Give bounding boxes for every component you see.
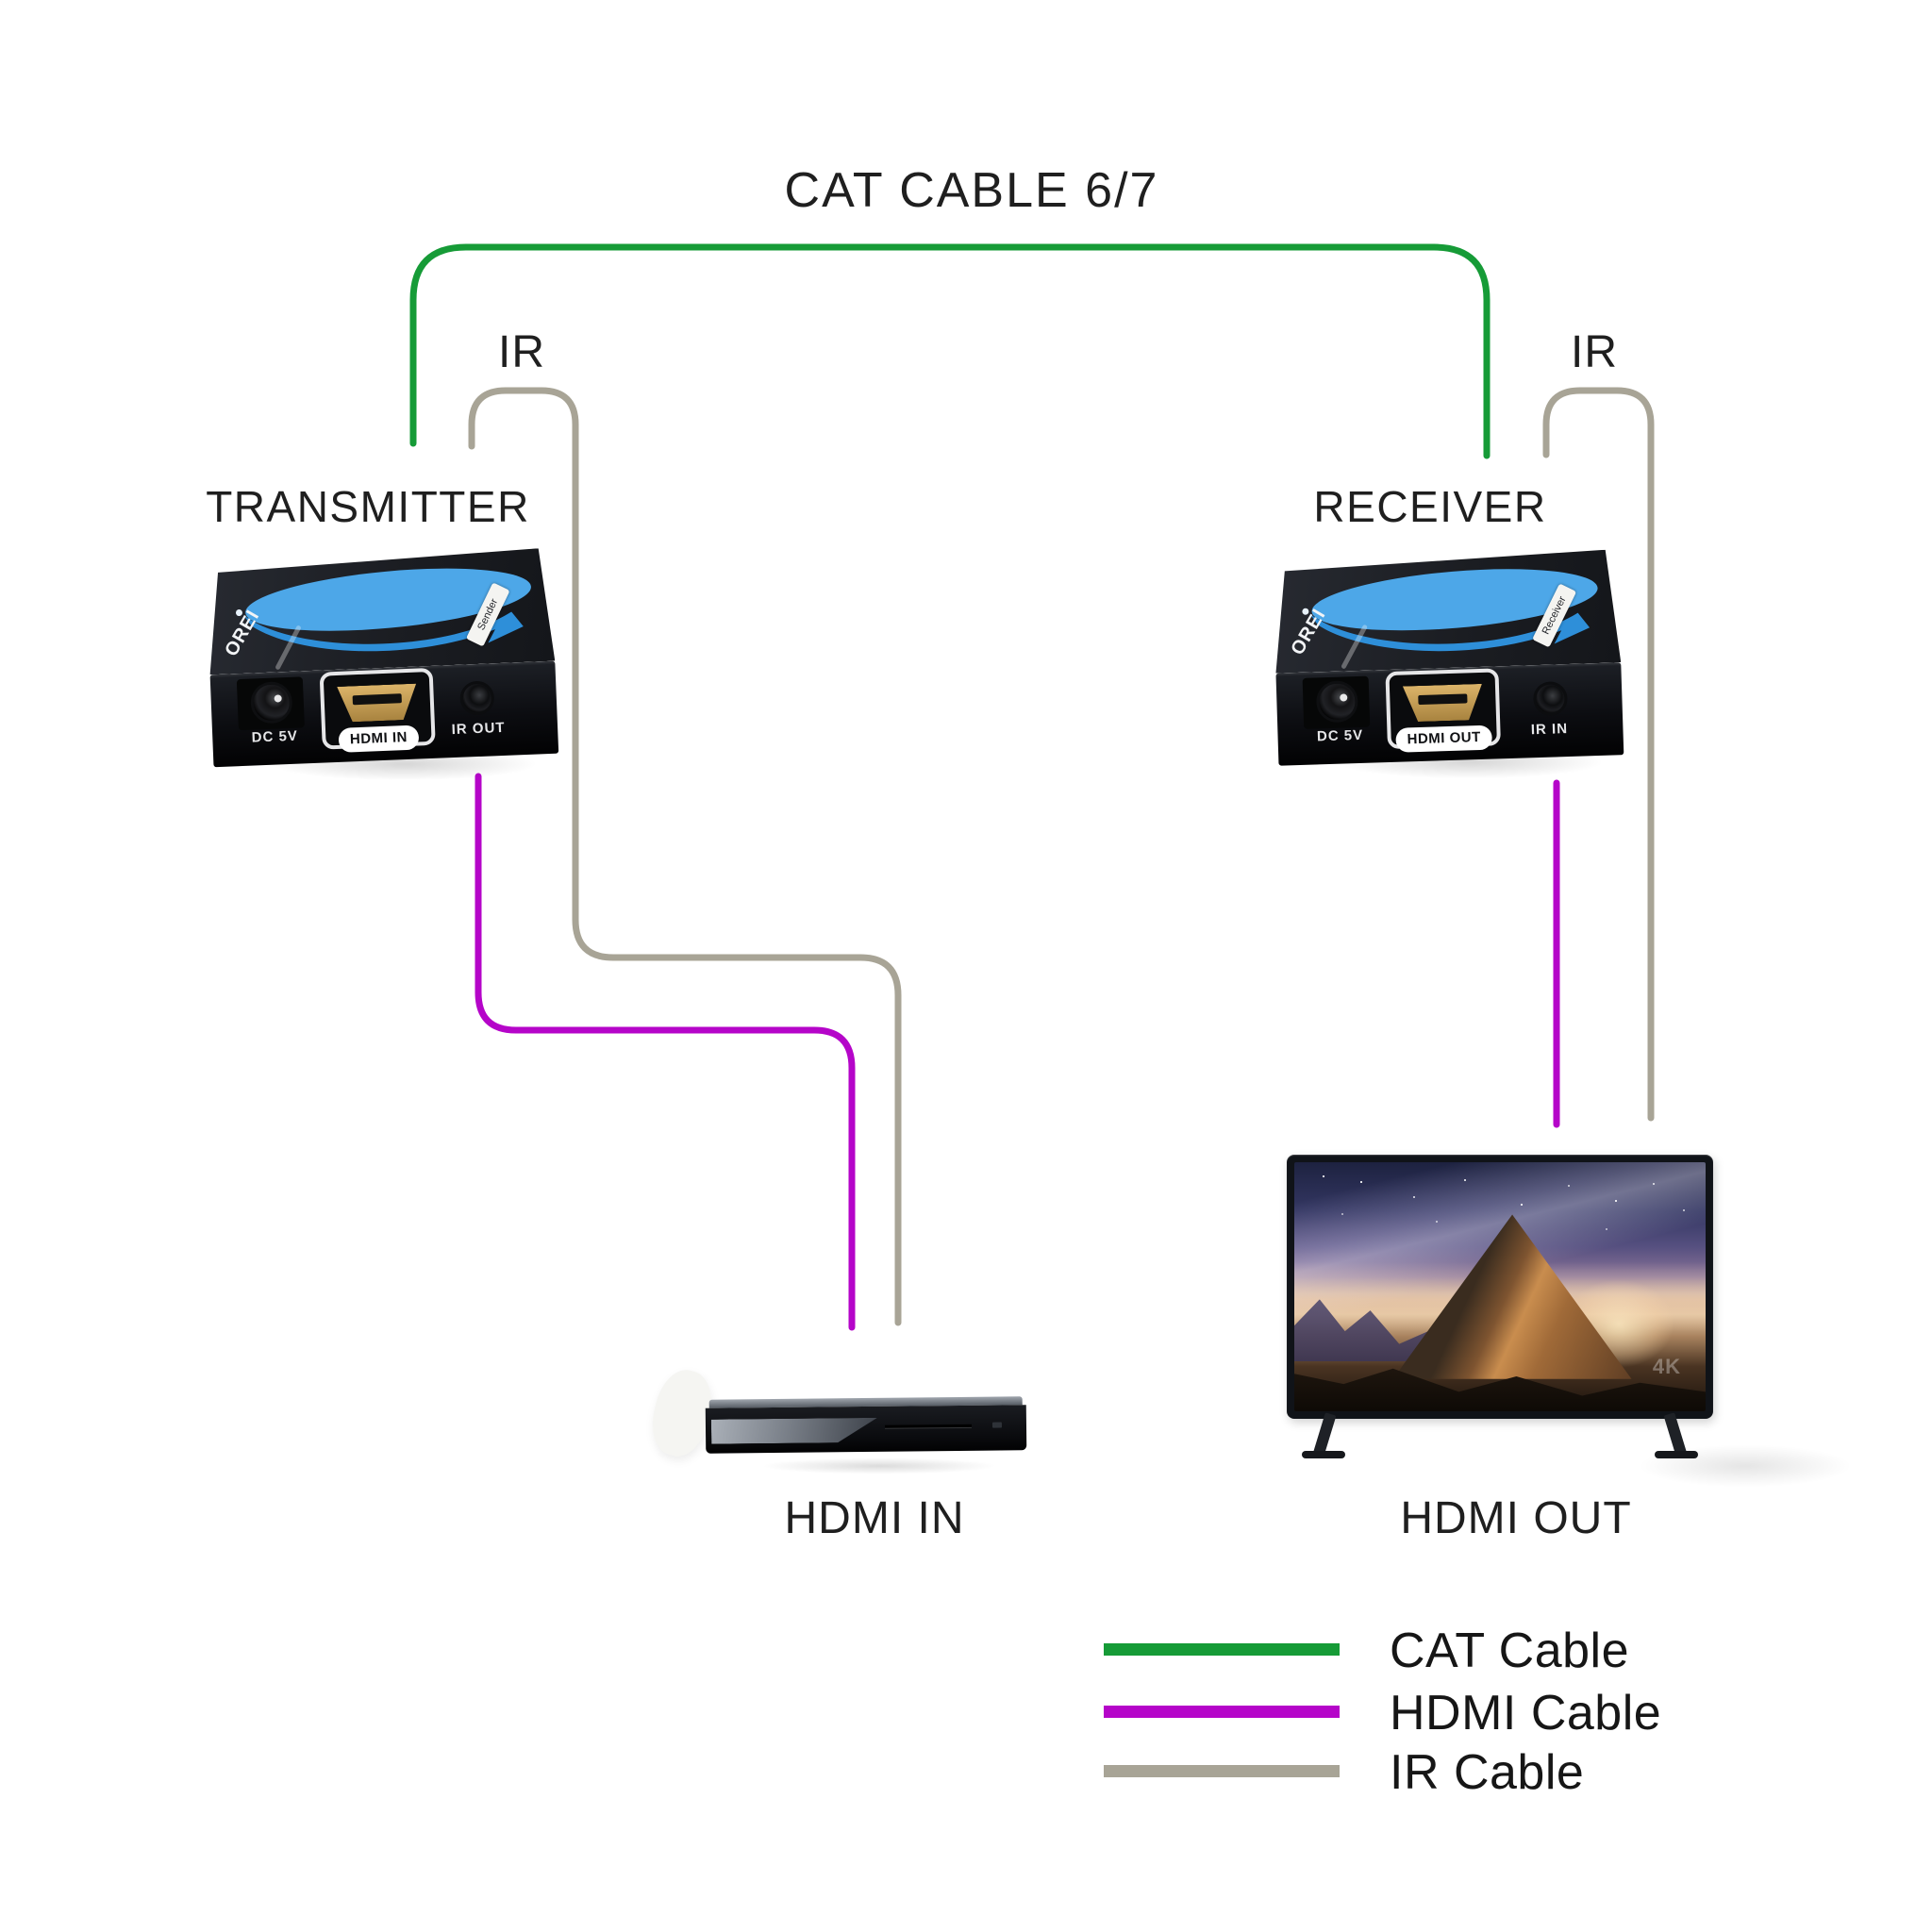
hdmi-in-port: HDMI IN bbox=[319, 667, 436, 753]
transmitter-top-face: OREI Sender bbox=[206, 548, 556, 675]
brand-swoosh-graphic bbox=[1273, 549, 1622, 673]
legend-swatch-ir bbox=[1104, 1765, 1340, 1777]
ir-label-left: IR bbox=[498, 327, 545, 377]
hdmi-out-port: HDMI OUT bbox=[1385, 668, 1501, 753]
transmitter-device: OREI Sender DC 5V HDMI IN IR OUT bbox=[206, 548, 559, 768]
hdmi-connector-icon bbox=[1403, 684, 1483, 723]
ir-label-right: IR bbox=[1571, 327, 1618, 377]
legend-swatch-hdmi bbox=[1104, 1706, 1340, 1718]
tv-screen: 4K bbox=[1294, 1162, 1706, 1411]
dvd-disc-tray bbox=[884, 1424, 973, 1428]
hdmi-slot bbox=[1418, 693, 1467, 705]
brand-swoosh-graphic bbox=[206, 548, 556, 675]
receiver-front-face: DC 5V HDMI OUT IR IN bbox=[1275, 662, 1624, 766]
ir-out-jack bbox=[459, 680, 495, 716]
tv-foot-right bbox=[1655, 1451, 1698, 1458]
hdmi-cable-path-left bbox=[475, 773, 856, 1331]
hdmi-in-port-label: HDMI IN bbox=[338, 724, 420, 753]
cat-cable-path bbox=[409, 243, 1491, 459]
ir-in-label: IR IN bbox=[1530, 721, 1569, 739]
legend-label-ir: IR Cable bbox=[1390, 1745, 1585, 1800]
hdmi-in-caption: HDMI IN bbox=[784, 1493, 965, 1543]
dc-port-label: DC 5V bbox=[1316, 726, 1364, 745]
hdmi-out-caption: HDMI OUT bbox=[1400, 1493, 1632, 1543]
legend-label-hdmi: HDMI Cable bbox=[1390, 1686, 1662, 1740]
dvd-button bbox=[991, 1422, 1003, 1428]
star-field bbox=[1323, 1175, 1324, 1177]
ir-in-jack bbox=[1532, 681, 1568, 717]
hdmi-slot bbox=[353, 693, 402, 705]
ir-cable-path-left bbox=[468, 387, 902, 1326]
tv-foot-left bbox=[1302, 1451, 1345, 1458]
ir-out-label: IR OUT bbox=[451, 719, 506, 739]
dvd-player bbox=[644, 1364, 1027, 1462]
hdmi-out-port-label: HDMI OUT bbox=[1395, 724, 1493, 753]
ir-cable-path-right bbox=[1542, 387, 1655, 1122]
hdmi-connector-icon bbox=[337, 684, 417, 723]
dvd-shadow bbox=[717, 1455, 1041, 1477]
tv-display: 4K bbox=[1287, 1155, 1713, 1458]
legend-label-cat: CAT Cable bbox=[1390, 1624, 1630, 1678]
receiver-device: OREI Receiver DC 5V HDMI OUT IR IN bbox=[1273, 549, 1624, 766]
dc-port-label: DC 5V bbox=[251, 727, 299, 746]
legend-swatch-cat bbox=[1104, 1643, 1340, 1656]
dvd-body bbox=[705, 1405, 1027, 1454]
transmitter-label: TRANSMITTER bbox=[206, 482, 530, 531]
tv-shadow bbox=[1604, 1438, 1887, 1494]
diagram-title: CAT CABLE 6/7 bbox=[784, 163, 1159, 218]
receiver-top-face: OREI Receiver bbox=[1273, 549, 1622, 673]
tv-4k-watermark: 4K bbox=[1652, 1355, 1681, 1378]
dvd-silver-panel bbox=[711, 1418, 877, 1444]
transmitter-front-face: DC 5V HDMI IN IR OUT bbox=[209, 660, 559, 768]
receiver-label: RECEIVER bbox=[1313, 482, 1547, 531]
tv-frame: 4K bbox=[1287, 1155, 1713, 1419]
